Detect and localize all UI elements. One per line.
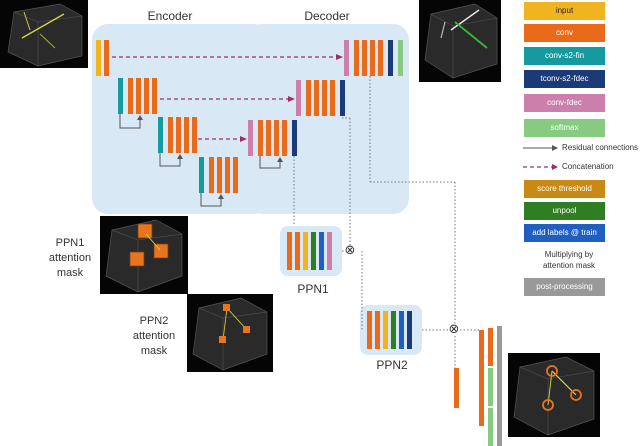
event-image: [513, 356, 595, 436]
encoder-panel: [92, 24, 270, 214]
conv-block: [287, 232, 292, 270]
legend-input: input: [524, 2, 605, 20]
conv-block: [354, 40, 359, 76]
conv-s2-block: [199, 157, 204, 193]
conv-block: [266, 120, 271, 156]
conv-block: [128, 78, 133, 114]
tconv-s2-block: [292, 120, 297, 156]
legend-concat-arrowhead: [552, 164, 558, 170]
legend-score-threshold: score threshold: [524, 180, 605, 198]
conv-block: [104, 40, 109, 76]
event-image: [192, 297, 268, 371]
encoder-title: Encoder: [147, 9, 193, 23]
residual-arrowheads: [137, 115, 283, 199]
post-processing-block: [497, 326, 502, 446]
ppn2-mask-caption: PPN2 attention mask: [132, 315, 176, 357]
conv-block: [176, 117, 181, 153]
residual-connections: [119, 114, 281, 207]
conv-block: [314, 80, 319, 116]
conv-block: [370, 40, 375, 76]
conv-block: [375, 311, 380, 349]
conv-block: [306, 80, 311, 116]
output-event-thumbnail: [419, 0, 501, 82]
legend-concat-text: Concatenation: [562, 162, 614, 171]
conv-fdec-block: [344, 40, 349, 76]
conv-block: [378, 40, 383, 76]
conv-block: [168, 117, 173, 153]
conv-block: [258, 120, 263, 156]
legend-residual-arrowhead: [552, 145, 558, 151]
unpool-block: [311, 232, 316, 270]
legend-tconv-s2: tconv-s2-fdec: [524, 70, 605, 88]
conv-block: [152, 78, 157, 114]
conv-block: [362, 40, 367, 76]
conv-block: [330, 80, 335, 116]
legend-post-processing: post-processing: [524, 278, 605, 296]
multiply-symbol: ⊗: [448, 321, 460, 336]
legend-softmax: softmax: [524, 119, 605, 137]
conv-block: [136, 78, 141, 114]
legend-conv-fdec: conv-fdec: [524, 94, 605, 112]
ppn1-mask-caption: PPN1 attention mask: [48, 237, 92, 279]
legend-unpool: unpool: [524, 202, 605, 220]
conv-fdec-block: [327, 232, 332, 270]
tconv-s2-block: [388, 40, 393, 76]
final-output-thumbnail: [508, 353, 600, 437]
ppn2-label: PPN2: [376, 358, 408, 372]
conv-s2-block: [158, 117, 163, 153]
conv-block: [225, 157, 230, 193]
concatenation-arrowheads: [240, 54, 343, 142]
legend-conv: conv: [524, 24, 605, 42]
conv-block: [367, 311, 372, 349]
ppn-connectors: [293, 76, 480, 368]
legend-residual-text: Residual connections: [562, 143, 639, 152]
input-event-thumbnail: [0, 0, 88, 68]
ppn1-label: PPN1: [297, 282, 329, 296]
conv-block: [192, 117, 197, 153]
conv-block: [454, 368, 459, 408]
conv-block: [233, 157, 238, 193]
tconv-s2-block: [407, 311, 412, 349]
conv-block: [295, 232, 300, 270]
input-block: [383, 311, 388, 349]
conv-block: [274, 120, 279, 156]
conv-fdec-block: [296, 80, 301, 116]
conv-fdec-block: [248, 120, 253, 156]
legend-multiply-text: Multiplying by attention mask: [542, 250, 596, 270]
conv-block: [184, 117, 189, 153]
concatenation-arrows: [112, 56, 338, 140]
conv-block: [209, 157, 214, 193]
conv-block: [144, 78, 149, 114]
add-labels-block: [319, 232, 324, 270]
softmax-block: [488, 368, 493, 406]
input-block: [96, 40, 101, 76]
conv-block: [488, 328, 493, 366]
conv-block: [479, 330, 484, 426]
conv-block: [282, 120, 287, 156]
conv-block: [217, 157, 222, 193]
event-image: [105, 219, 183, 293]
input-block: [303, 232, 308, 270]
event-image: [424, 3, 498, 79]
add-labels-block: [399, 311, 404, 349]
softmax-block: [488, 408, 493, 446]
event-image: [7, 3, 83, 67]
ppn1-mask-thumbnail: [100, 216, 188, 294]
legend-add-labels: add labels @ train: [524, 224, 605, 242]
tconv-s2-block: [340, 80, 345, 116]
multiply-symbol: ⊗: [344, 242, 356, 257]
conv-s2-block: [118, 78, 123, 114]
conv-block: [322, 80, 327, 116]
softmax-block: [398, 40, 403, 76]
legend-conv-s2: conv-s2-fin: [524, 47, 605, 65]
unpool-block: [391, 311, 396, 349]
decoder-title: Decoder: [304, 9, 350, 23]
ppn2-mask-thumbnail: [187, 294, 273, 372]
